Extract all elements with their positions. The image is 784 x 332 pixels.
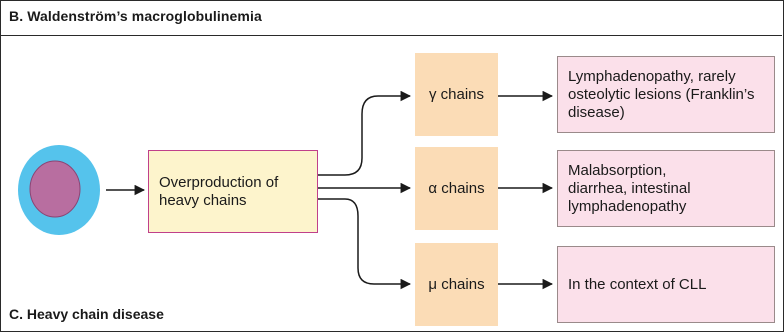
alpha-outcome-box: Malabsorption, diarrhea, intestinal lymp… [557, 150, 775, 227]
alpha-outcome-label: Malabsorption, diarrhea, intestinal lymp… [568, 161, 691, 215]
section-title-b: B. Waldenström’s macroglobulinemia [9, 8, 262, 24]
mu-chains-box: μ chains [415, 243, 498, 326]
mu-outcome-box: In the context of CLL [557, 246, 775, 323]
alpha-chains-label: α chains [428, 179, 485, 197]
section-title-c: C. Heavy chain disease [9, 306, 164, 322]
gamma-outcome-label: Lymphadenopathy, rarely osteolytic lesio… [568, 67, 755, 121]
gamma-chains-label: γ chains [428, 85, 485, 103]
header-bar: B. Waldenström’s macroglobulinemia [0, 0, 782, 36]
overproduction-box: Overproduction of heavy chains [148, 150, 318, 233]
overproduction-label: Overproduction of heavy chains [159, 173, 279, 209]
arrow-to-gamma [318, 90, 412, 176]
mu-outcome-label: In the context of CLL [568, 275, 707, 293]
gamma-outcome-box: Lymphadenopathy, rarely osteolytic lesio… [557, 56, 775, 133]
plasma-cell-icon [18, 145, 100, 235]
arrow-to-mu [318, 198, 412, 290]
mu-chains-label: μ chains [428, 275, 485, 293]
alpha-chains-box: α chains [415, 147, 498, 230]
gamma-chains-box: γ chains [415, 53, 498, 136]
